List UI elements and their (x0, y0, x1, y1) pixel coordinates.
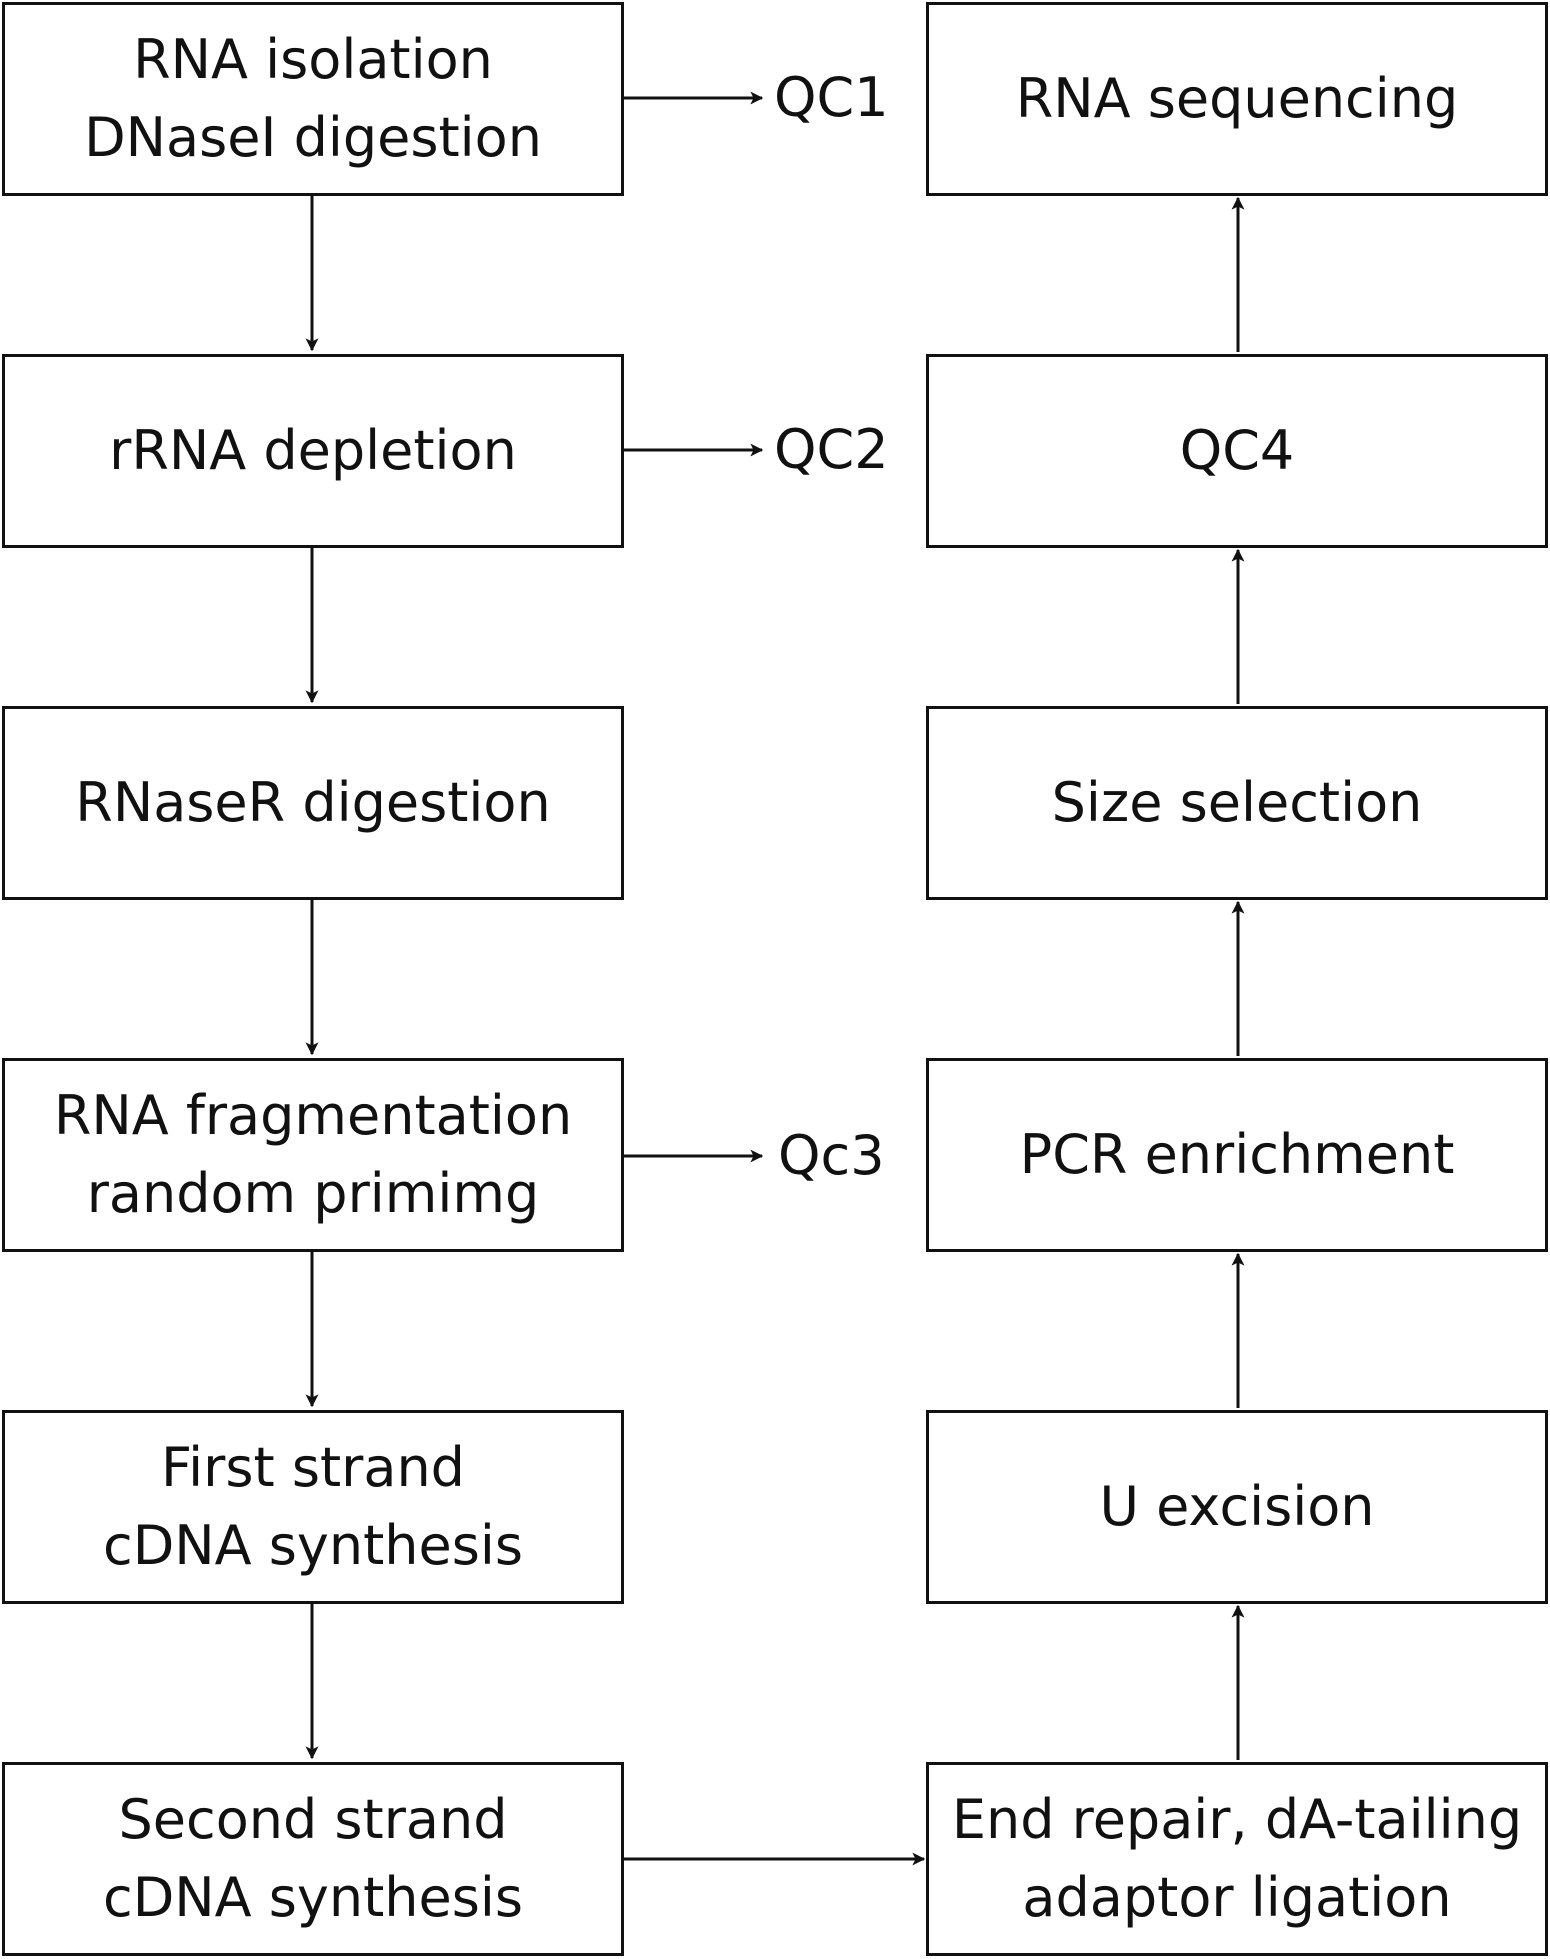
box-line: adaptor ligation (1022, 1866, 1452, 1929)
qc1-label: QC1 (774, 66, 889, 129)
box-size-selection: Size selection (926, 706, 1548, 900)
box-line: RNA isolation (133, 28, 493, 91)
box-line: U excision (1099, 1475, 1375, 1538)
box-line: First strand (161, 1436, 465, 1499)
box-rrna-depletion: rRNA depletion (2, 354, 624, 548)
box-rna-isolation: RNA isolation DNaseI digestion (2, 2, 624, 196)
box-line: Second strand (118, 1788, 508, 1851)
qc3-label: Qc3 (778, 1124, 885, 1187)
box-second-strand: Second strand cDNA synthesis (2, 1762, 624, 1956)
box-line: DNaseI digestion (84, 106, 542, 169)
box-line: random primimg (86, 1162, 540, 1225)
box-line: RNA sequencing (1015, 67, 1459, 130)
box-rna-fragmentation: RNA fragmentation random primimg (2, 1058, 624, 1252)
box-u-excision: U excision (926, 1410, 1548, 1604)
box-line: End repair, dA-tailing (951, 1788, 1523, 1851)
box-line: RNaseR digestion (75, 771, 551, 834)
box-pcr-enrichment: PCR enrichment (926, 1058, 1548, 1252)
box-line: cDNA synthesis (103, 1866, 523, 1929)
box-first-strand: First strand cDNA synthesis (2, 1410, 624, 1604)
box-rna-sequencing: RNA sequencing (926, 2, 1548, 196)
box-line: Size selection (1051, 771, 1423, 834)
qc2-label: QC2 (774, 418, 889, 481)
box-line: RNA fragmentation (53, 1084, 573, 1147)
box-end-repair: End repair, dA-tailing adaptor ligation (926, 1762, 1548, 1956)
box-line: PCR enrichment (1019, 1123, 1455, 1186)
box-rnaser-digestion: RNaseR digestion (2, 706, 624, 900)
box-line: rRNA depletion (109, 419, 517, 482)
box-line: cDNA synthesis (103, 1514, 523, 1577)
box-line: QC4 (1179, 419, 1295, 482)
box-qc4: QC4 (926, 354, 1548, 548)
